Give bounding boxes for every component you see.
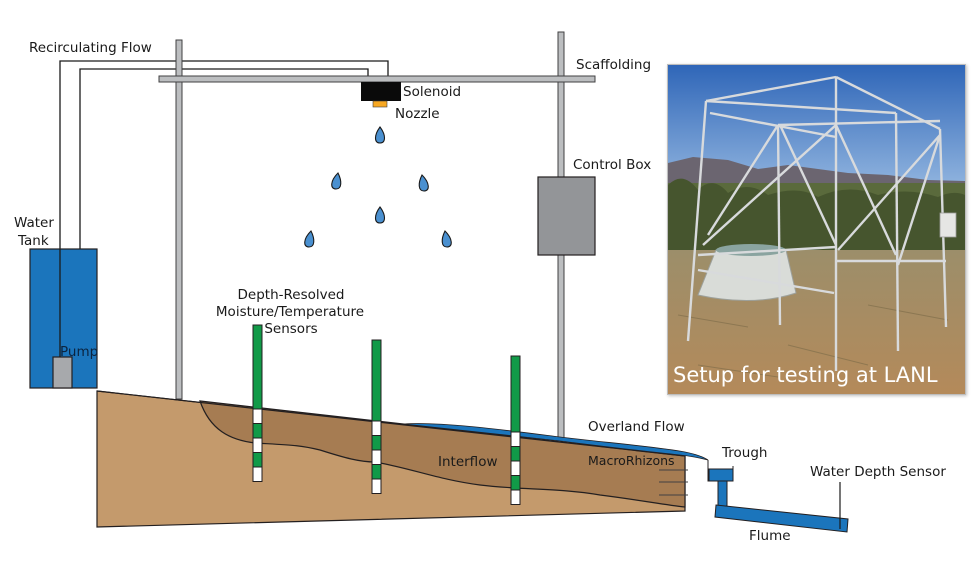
nozzle	[372, 100, 388, 108]
overland-flow	[403, 423, 709, 461]
photo-caption: Setup for testing at LANL	[673, 363, 938, 387]
trough	[708, 468, 734, 482]
label-interflow: Interflow	[438, 454, 498, 470]
label-water-depth-sensor: Water Depth Sensor	[810, 464, 946, 480]
probe-segment-gap	[252, 466, 263, 482]
water-droplet-icon	[441, 230, 452, 248]
probe-segment-gap	[371, 478, 382, 494]
probe-segment-sensor	[371, 339, 382, 422]
probe-segment-gap	[252, 408, 263, 424]
water-droplet-icon	[331, 172, 342, 190]
probe-segment-gap	[510, 431, 521, 447]
probe-segment-sensor	[510, 355, 521, 433]
label-sensors-2: Moisture/Temperature	[216, 304, 364, 320]
label-trough: Trough	[721, 445, 767, 461]
trough-flume	[707, 460, 849, 533]
sensor-probe	[510, 355, 521, 505]
probe-segment-gap	[510, 489, 521, 505]
water-droplet-icon	[418, 174, 429, 192]
sensor-probe	[252, 324, 263, 482]
probe-segment-gap	[510, 460, 521, 476]
probe-segment-sensor	[252, 452, 263, 468]
probe-segment-sensor	[252, 324, 263, 410]
solenoid	[361, 82, 401, 101]
control-box	[537, 176, 596, 256]
photo-scene: Setup for testing at LANL	[668, 65, 965, 394]
trough-outlet	[717, 480, 728, 507]
label-recirculating-flow: Recirculating Flow	[29, 40, 152, 56]
label-water-tank-2: Tank	[17, 233, 49, 249]
probe-segment-gap	[371, 420, 382, 436]
label-pump: Pump	[60, 344, 98, 360]
scaffold-post-left	[175, 39, 183, 400]
pump	[52, 356, 73, 389]
photo-control-box	[939, 212, 957, 238]
label-macrorhizons: MacroRhizons	[588, 453, 675, 468]
photo-frame	[686, 75, 948, 371]
soil-surface	[96, 390, 686, 457]
label-scaffolding: Scaffolding	[576, 57, 651, 73]
probe-segment-gap	[371, 449, 382, 465]
labels: Recirculating Flow Scaffolding Solenoid …	[14, 40, 946, 544]
label-nozzle: Nozzle	[395, 106, 440, 122]
water-droplet-icon	[304, 230, 315, 248]
label-solenoid: Solenoid	[403, 84, 461, 100]
probe-segment-sensor	[371, 464, 382, 480]
probe-segment-gap	[252, 437, 263, 453]
label-sensors-1: Depth-Resolved	[238, 287, 345, 303]
spray-droplets	[304, 126, 452, 248]
label-sensors-3: Sensors	[264, 321, 317, 337]
photo-inset: Setup for testing at LANL	[667, 64, 966, 395]
water-droplet-icon	[374, 206, 386, 224]
probe-segment-sensor	[510, 446, 521, 462]
pipe-outer	[59, 60, 389, 350]
sensor-probes	[252, 324, 521, 505]
pipe-inner	[79, 68, 369, 249]
water-droplet-icon	[374, 126, 386, 144]
label-control-box: Control Box	[573, 157, 651, 173]
label-overland-flow: Overland Flow	[588, 419, 685, 435]
probe-segment-sensor	[371, 435, 382, 451]
probe-segment-sensor	[510, 475, 521, 491]
scaffold-crossbar	[158, 75, 596, 83]
macrorhizon-lines	[659, 469, 688, 496]
sensor-probe	[371, 339, 382, 494]
label-flume: Flume	[749, 528, 791, 544]
flume	[714, 504, 849, 533]
probe-segment-sensor	[252, 423, 263, 439]
label-water-tank-1: Water	[14, 215, 54, 231]
